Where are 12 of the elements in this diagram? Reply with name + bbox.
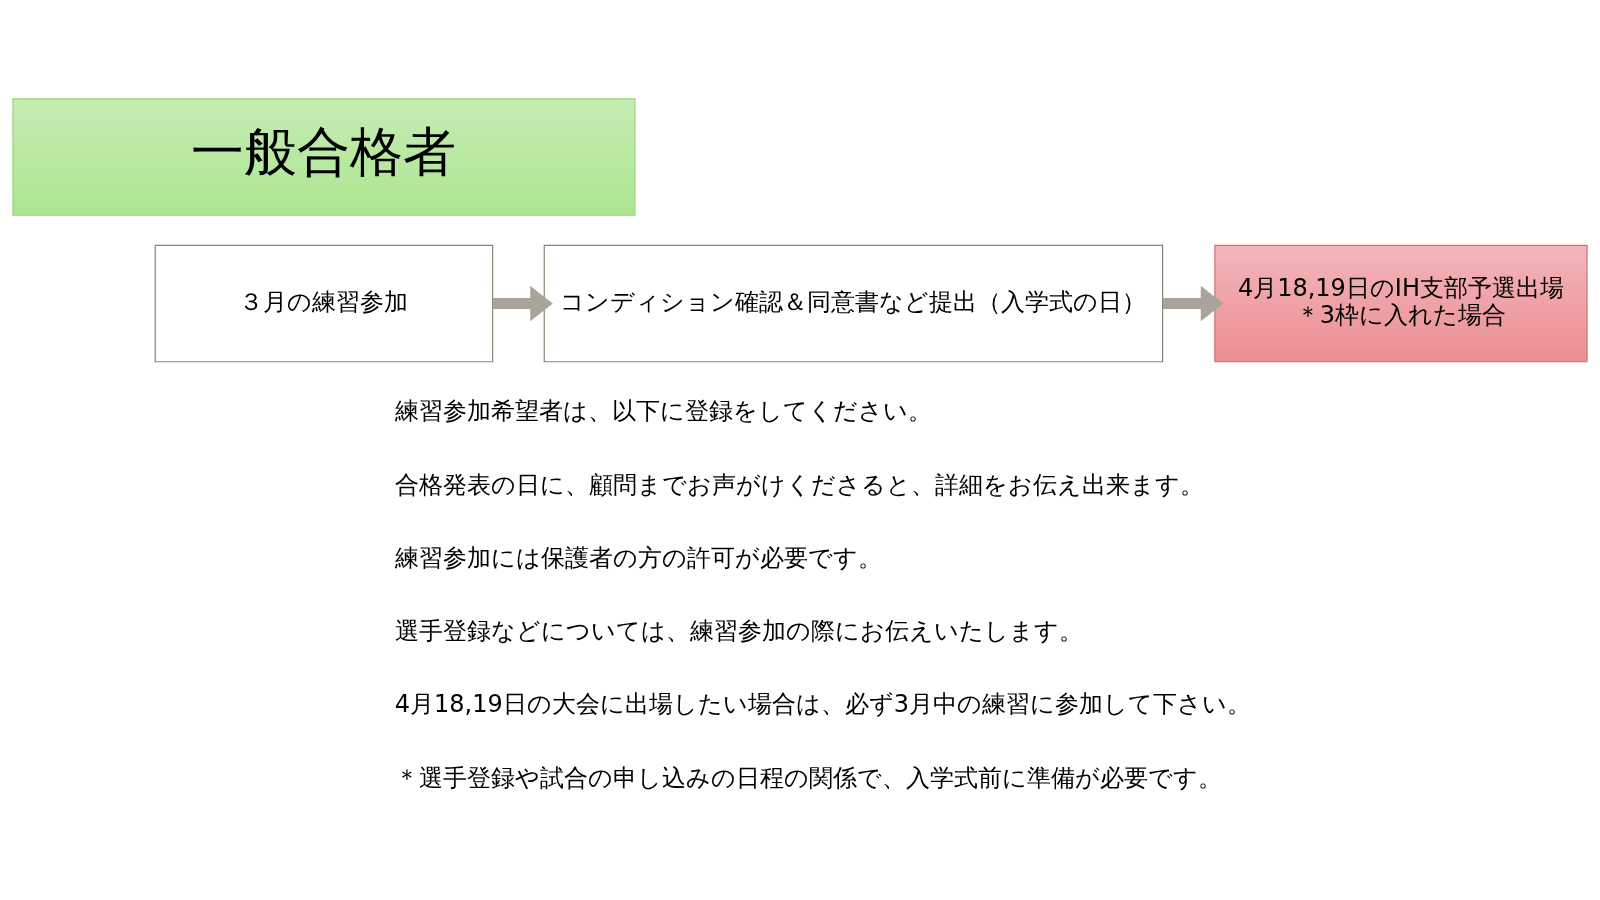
node-box: 一般合格者: [12, 98, 636, 216]
node-box: 4月18,19日のIH支部予選出場 ＊3枠に入れた場合: [1214, 244, 1588, 363]
label: 練習参加希望者は、以下に登録をしてください。: [394, 397, 932, 426]
node-box: コンディション確認＆同意書など提出（入学式の日）: [543, 244, 1164, 363]
arrow: [1163, 285, 1224, 322]
label: 合格発表の日に、顧問までお声がけくださると、詳細をお伝え出来ます。: [394, 470, 1204, 499]
label: 練習参加には保護者の方の許可が必要です。: [394, 543, 882, 572]
label: 4月18,19日の大会に出場したい場合は、必ず3月中の練習に参加して下さい。: [394, 690, 1252, 719]
arrow: [493, 285, 553, 322]
label: ＊選手登録や試合の申し込みの日程の関係で、入学式前に準備が必要です。: [394, 763, 1222, 792]
label: 選手登録などについては、練習参加の際にお伝えいたします。: [394, 617, 1083, 646]
node-box: ３月の練習参加: [154, 244, 494, 363]
